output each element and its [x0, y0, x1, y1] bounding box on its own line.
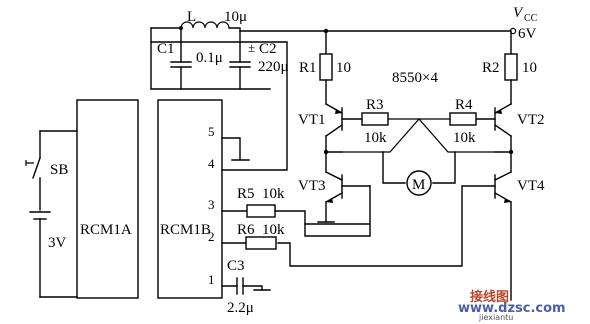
vt4-label: VT4	[517, 178, 545, 194]
pin-5-label: 5	[208, 124, 215, 139]
r1-name: R1	[299, 60, 317, 76]
resistor-r5: R5 10k	[237, 186, 371, 237]
capacitor-c3: C3 2.2μ	[227, 258, 271, 316]
transistor-vt4: VT4	[277, 151, 545, 301]
vt3-label: VT3	[298, 178, 326, 194]
pin-3-label: 3	[208, 197, 215, 212]
module-rcm1b-label: RCM1B	[160, 222, 211, 238]
r3-value: 10k	[364, 130, 387, 146]
pin-2-label: 2	[208, 229, 215, 244]
resistor-r3: R3 10k	[361, 97, 389, 146]
receiver-module: RCM1B 5 4 3 2 1	[150, 41, 288, 299]
r2-value: 10	[522, 60, 537, 76]
r1-value: 10	[336, 60, 351, 76]
vcc-label: V	[513, 5, 524, 21]
battery-3v: 3V	[29, 211, 67, 298]
battery-label: 3V	[48, 235, 67, 251]
transistor-part-note: 8550×4	[392, 70, 438, 86]
watermark-url: www.dzsc.com	[458, 301, 566, 316]
module-rcm1a	[76, 99, 139, 299]
c2-name: C2	[259, 41, 277, 57]
input-resistors: R5 10k R6 10k C3 2.2μ	[227, 186, 371, 316]
vcc-voltage: 6V	[518, 26, 537, 42]
resistor-r6: R6 10k	[237, 222, 285, 250]
capacitor-c2: ± C2 220μ	[229, 30, 289, 90]
switch-sb-label: SB	[50, 162, 68, 178]
resistor-r1: R1 10	[299, 30, 351, 105]
c2-value: 220μ	[258, 59, 289, 75]
supply-filter: L 10μ C1 0.1μ ± C2 220μ V CC 6V	[150, 5, 538, 90]
r4-value: 10k	[453, 130, 476, 146]
motor-label: M	[412, 177, 425, 193]
c1-value: 0.1μ	[196, 50, 223, 66]
inductor-name: L	[187, 9, 196, 25]
module-rcm1a-label: RCM1A	[80, 222, 132, 238]
r2-name: R2	[482, 60, 500, 76]
r6-value: 10k	[262, 222, 285, 238]
transistor-vt1: VT1	[298, 103, 363, 137]
switch-sb: SB	[25, 130, 68, 211]
transmitter-circuit: RCM1A SB 3V	[25, 99, 139, 299]
resistor-r4: R4 10k	[449, 97, 477, 146]
inductor-value: 10μ	[224, 9, 247, 25]
c2-polarity: ±	[248, 40, 255, 55]
vt1-label: VT1	[298, 112, 326, 128]
r5-value: 10k	[262, 186, 285, 202]
c1-name: C1	[157, 41, 175, 57]
vcc-subscript: CC	[524, 13, 538, 24]
r6-name: R6	[237, 222, 255, 238]
resistor-r2: R2 10	[482, 30, 537, 105]
motor-m: M	[382, 151, 456, 196]
inductor-l	[180, 21, 230, 29]
watermark-sub: jiexiantu	[478, 313, 513, 322]
r5-name: R5	[237, 186, 255, 202]
vt2-label: VT2	[517, 112, 545, 128]
r3-name: R3	[366, 97, 384, 113]
transistor-vt3: VT3	[298, 151, 371, 225]
r4-name: R4	[455, 97, 473, 113]
watermark-site: 接线图	[470, 289, 509, 305]
pin-1-label: 1	[208, 272, 215, 287]
capacitor-c1: C1 0.1μ	[157, 27, 223, 90]
pin-4-label: 4	[208, 156, 215, 171]
watermark: www.dzsc.com 接线图 jiexiantu	[458, 289, 566, 322]
h-bridge: R1 10 R2 10 8550×4 VT1 VT2	[277, 30, 545, 301]
c3-value: 2.2μ	[227, 300, 254, 316]
c3-name: C3	[227, 258, 245, 274]
transistor-vt2: VT2	[475, 103, 545, 137]
module-rcm1b	[157, 99, 223, 299]
